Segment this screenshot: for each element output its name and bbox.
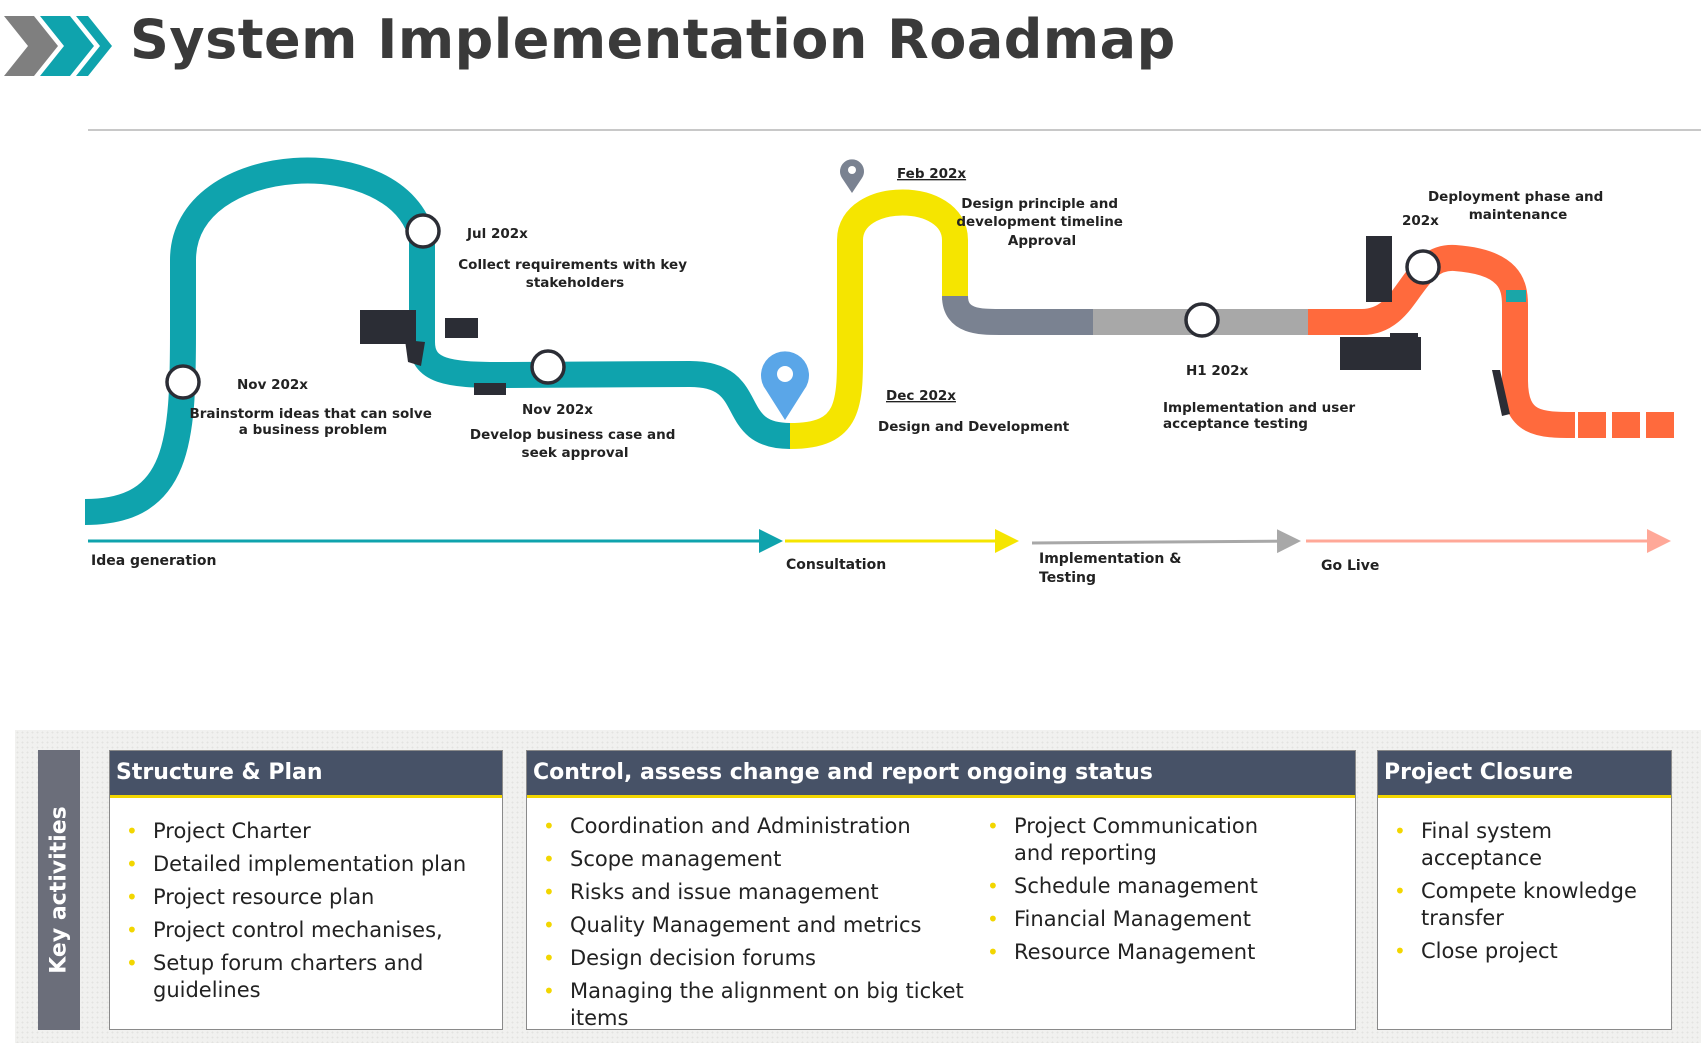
logo-chevrons-icon <box>4 16 112 76</box>
list-item: Project Communication and reporting <box>971 813 1291 867</box>
decor-block <box>474 383 506 395</box>
structure-items: Project Charter Detailed implementation … <box>110 818 502 1004</box>
milestone-text: Design and Development <box>878 419 1070 435</box>
road-dash <box>1612 412 1640 438</box>
list-item: Compete knowledge transfer <box>1378 878 1658 932</box>
road-teal-patch <box>1506 290 1526 302</box>
milestone-date: Dec 202x <box>886 388 956 404</box>
list-item: Schedule management <box>971 873 1291 900</box>
list-item: Final system acceptance <box>1378 818 1658 872</box>
milestone-text: Implementation and user acceptance testi… <box>1163 400 1360 432</box>
key-activities-side-label: Key activities <box>38 750 80 1030</box>
list-item: Project resource plan <box>110 884 502 911</box>
box-title: Project Closure <box>1378 751 1671 798</box>
list-item: Quality Management and metrics <box>527 912 967 939</box>
road-orange-segment <box>1308 245 1576 438</box>
list-item: Scope management <box>527 846 967 873</box>
list-item: Financial Management <box>971 906 1291 933</box>
box-title: Control, assess change and report ongoin… <box>527 751 1355 798</box>
milestone-date: Feb 202x <box>897 166 966 182</box>
milestone-text: Collect requirements with key stakeholde… <box>458 257 691 291</box>
phase-arrow <box>1031 529 1301 554</box>
milestone-marker <box>1405 249 1441 285</box>
milestone-marker <box>530 349 566 385</box>
control-items-left: Coordination and Administration Scope ma… <box>527 813 967 1038</box>
milestone-date: 202x <box>1402 213 1439 229</box>
phase-label: Go Live <box>1321 558 1379 574</box>
milestone-text: Deployment phase and maintenance <box>1428 189 1608 223</box>
decor-block <box>1366 236 1392 302</box>
road-yellow-segment <box>789 189 968 449</box>
decor-block <box>360 310 416 344</box>
list-item: Risks and issue management <box>527 879 967 906</box>
closure-items: Final system acceptance Compete knowledg… <box>1378 818 1658 965</box>
key-activities-text: Key activities <box>46 806 72 974</box>
list-item: Setup forum charters and guidelines <box>110 950 502 1004</box>
decor-block <box>405 340 425 366</box>
road-teal-segment <box>84 157 791 525</box>
phase-label: Idea generation <box>91 553 216 569</box>
list-item: Detailed implementation plan <box>110 851 502 878</box>
milestone-date: Jul 202x <box>466 226 528 242</box>
project-closure-box: Project Closure Final system acceptance … <box>1377 750 1672 1030</box>
phase-label: Implementation & Testing <box>1039 551 1186 586</box>
milestone-date: H1 202x <box>1186 363 1249 379</box>
list-item: Project control mechanises, <box>110 917 502 944</box>
box-title: Structure & Plan <box>110 751 502 798</box>
map-pin-icon <box>840 159 864 193</box>
milestone-marker <box>405 213 441 249</box>
roadmap-diagram: Nov 202x Brainstorm ideas that can solve… <box>84 129 1701 586</box>
list-item: Resource Management <box>971 939 1291 966</box>
list-item: Project Charter <box>110 818 502 845</box>
road-slate-segment <box>942 294 1095 335</box>
milestone-date: Nov 202x <box>237 377 308 393</box>
key-activities-panel: Key activities Structure & Plan Project … <box>15 730 1701 1043</box>
list-item: Coordination and Administration <box>527 813 967 840</box>
decor-block <box>1390 333 1418 339</box>
decor-block <box>445 318 478 338</box>
milestone-text: Brainstorm ideas that can solve a busine… <box>189 406 436 438</box>
road-dash <box>1646 412 1674 438</box>
milestone-marker <box>165 364 201 400</box>
list-item: Design decision forums <box>527 945 967 972</box>
structure-plan-box: Structure & Plan Project Charter Detaile… <box>109 750 503 1030</box>
decor-block <box>1340 337 1421 370</box>
milestone-date: Nov 202x <box>522 402 593 418</box>
list-item: Close project <box>1378 938 1658 965</box>
milestone-marker <box>1184 302 1220 338</box>
page-title: System Implementation Roadmap <box>130 8 1176 71</box>
road-dash <box>1578 412 1606 438</box>
phase-label: Consultation <box>786 557 886 573</box>
decor-block <box>1492 370 1510 416</box>
control-items-right: Project Communication and reporting Sche… <box>971 813 1291 972</box>
control-status-box: Control, assess change and report ongoin… <box>526 750 1356 1030</box>
milestone-text: Develop business case and seek approval <box>470 427 680 461</box>
map-pin-icon <box>761 351 809 420</box>
milestone-text: Design principle and development timelin… <box>956 196 1127 249</box>
list-item: Managing the alignment on big ticket ite… <box>527 978 967 1032</box>
